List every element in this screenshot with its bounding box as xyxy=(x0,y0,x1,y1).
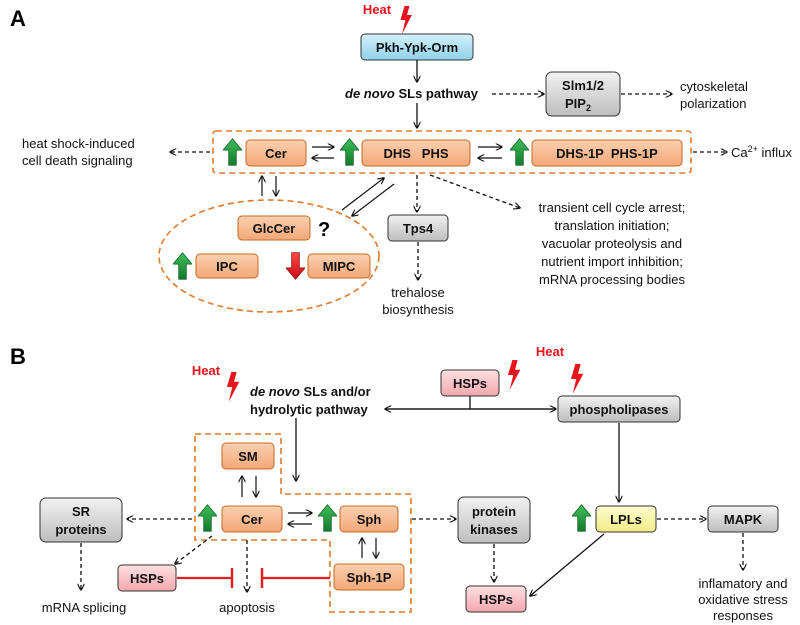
denovo-hydrolytic-line1: de novo SLs and/or xyxy=(250,384,371,399)
sr-line1: SR xyxy=(72,504,91,519)
heat-right-bolt-icon xyxy=(507,360,521,390)
arrow-complex-to-dhs xyxy=(341,178,384,211)
mipc-label: MIPC xyxy=(323,259,356,274)
glccer-question-mark: ? xyxy=(318,219,330,241)
cytoskeletal-line2: polarization xyxy=(680,96,747,111)
tps4-label: Tps4 xyxy=(403,221,434,236)
pk-line1: protein xyxy=(472,504,516,519)
cer-up-arrow-icon xyxy=(223,138,242,166)
glccer-box xyxy=(237,215,311,241)
denovo-pathway-label: de novo SLs pathway xyxy=(345,86,479,101)
ipc-label: IPC xyxy=(216,259,238,274)
sph-up-arrow-icon xyxy=(318,504,337,532)
sphingolipid-b-group-outline xyxy=(194,433,412,613)
hsps-left-box xyxy=(117,564,177,592)
dhs1p-phs1p-box xyxy=(531,139,683,167)
cer-label: Cer xyxy=(265,146,287,161)
apoptosis-label: apoptosis xyxy=(219,600,275,615)
ca-influx-label: Ca2+ influx xyxy=(731,144,792,160)
dhs1p-up-arrow-icon xyxy=(510,138,529,166)
ipc-box xyxy=(195,253,259,279)
lpls-up-arrow-icon xyxy=(572,504,591,532)
dhs-phs-box xyxy=(361,139,471,167)
effect-item-4: mRNA processing bodies xyxy=(539,272,685,287)
arrow-cer-to-hsps xyxy=(175,535,213,564)
mapk-label: MAPK xyxy=(724,512,763,527)
dhs1p-phs1p-label: DHS-1P PHS-1P xyxy=(556,146,658,161)
arrow-to-effects xyxy=(429,174,520,208)
sm-box xyxy=(221,442,275,470)
sph1p-label: Sph-1P xyxy=(347,570,392,585)
sr-proteins-box xyxy=(39,497,123,543)
heat-left-bolt-icon xyxy=(226,372,240,402)
hsps-bottom-label: HSPs xyxy=(479,592,513,607)
tps4-box xyxy=(387,214,449,242)
pip2-label: PIP2 xyxy=(565,96,591,113)
dhs-phs-label: DHS PHS xyxy=(383,146,448,161)
denovo-italic: de novo xyxy=(345,86,395,101)
slm-label: Slm1/2 xyxy=(562,78,604,93)
heat-right-label: Heat xyxy=(536,344,565,359)
slm-pip2-box xyxy=(545,71,621,117)
trehalose-line2: biosynthesis xyxy=(382,302,454,317)
ipc-up-arrow-icon xyxy=(173,252,192,280)
effects-list: transient cell cycle arrest; translation… xyxy=(539,200,686,287)
effect-item-2: vacuolar proteolysis and xyxy=(542,236,682,251)
hsps-top-label: HSPs xyxy=(453,376,487,391)
effect-item-0: transient cell cycle arrest; xyxy=(539,200,686,215)
phospholipases-box xyxy=(557,395,681,423)
mapk-box xyxy=(707,505,779,533)
complex-sphingolipids-outline xyxy=(158,199,380,313)
phospholipases-label: phospholipases xyxy=(570,402,669,417)
cer-box xyxy=(245,139,307,167)
cer-b-box xyxy=(221,505,283,533)
heatshock-line2: cell death signaling xyxy=(22,153,133,168)
sm-label: SM xyxy=(238,449,258,464)
lpls-box xyxy=(595,505,657,533)
glccer-label: GlcCer xyxy=(253,221,296,236)
arrow-lpls-to-hsps xyxy=(530,533,605,596)
denovo-rest: SLs pathway xyxy=(395,86,479,101)
pk-line2: kinases xyxy=(470,522,518,537)
hsps-bottom-box xyxy=(465,585,527,613)
cer-b-up-arrow-icon xyxy=(198,504,217,532)
panel-b-label: B xyxy=(10,344,26,369)
sr-line2: proteins xyxy=(55,522,106,537)
heatshock-line1: heat shock-induced xyxy=(22,136,135,151)
heat-right-bolt2-icon xyxy=(570,364,584,394)
protein-kinases-box xyxy=(457,496,531,544)
stress-line1: inflamatory and xyxy=(699,576,788,591)
sph1p-box xyxy=(333,563,405,591)
trehalose-line1: trehalose xyxy=(391,285,444,300)
mipc-box xyxy=(307,253,371,279)
sph-label: Sph xyxy=(357,512,382,527)
heat-label: Heat xyxy=(363,2,392,17)
denovo-hydrolytic-line2: hydrolytic pathway xyxy=(250,402,369,417)
pkh-ypk-orm-label: Pkh-Ypk-Orm xyxy=(376,40,458,55)
mrna-splicing-label: mRNA splicing xyxy=(42,600,127,615)
cer-b-label: Cer xyxy=(241,512,263,527)
panel-a-label: A xyxy=(10,6,26,31)
cytoskeletal-line1: cytoskeletal xyxy=(680,79,748,94)
stress-line3: responses xyxy=(713,608,773,623)
mipc-down-arrow-icon xyxy=(286,252,305,280)
sph-box xyxy=(339,505,399,533)
dhs-up-arrow-icon xyxy=(340,138,359,166)
hsps-left-label: HSPs xyxy=(130,571,164,586)
heat-bolt-icon xyxy=(400,6,412,34)
arrow-dhs-to-complex xyxy=(352,183,395,216)
sphingolipid-group-outline xyxy=(212,130,692,174)
stress-line2: oxidative stress xyxy=(698,592,788,607)
effect-item-3: nutrient import inhibition; xyxy=(541,254,683,269)
effect-item-1: translation initiation; xyxy=(555,218,670,233)
heat-left-label: Heat xyxy=(192,363,221,378)
lpls-label: LPLs xyxy=(610,512,642,527)
